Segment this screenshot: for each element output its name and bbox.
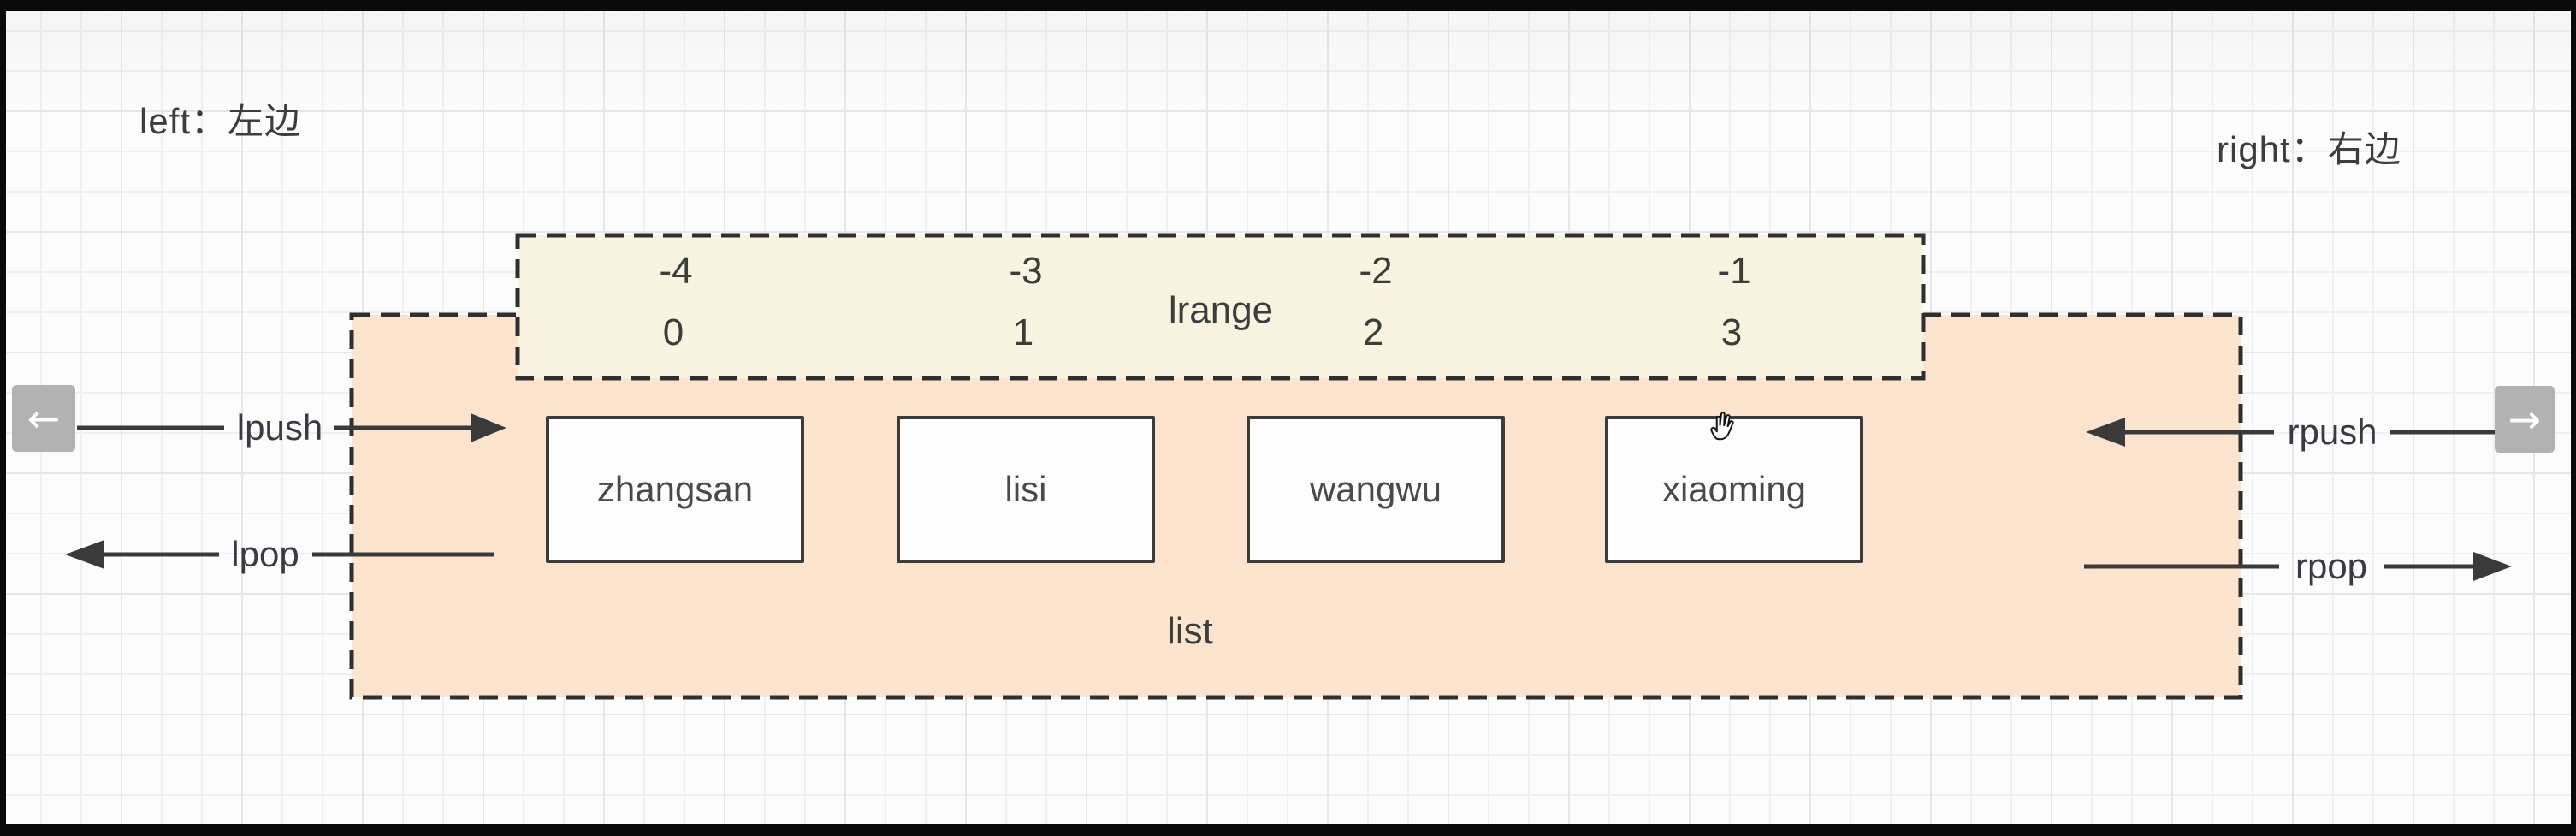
- prev-button[interactable]: ←: [12, 385, 75, 452]
- list-item-zhangsan[interactable]: zhangsan: [546, 416, 804, 563]
- lpush-arrow[interactable]: [77, 413, 506, 442]
- pos-index-0: 0: [662, 311, 684, 353]
- neg-index--2: -2: [1359, 250, 1393, 292]
- list-item-xiaoming[interactable]: xiaoming: [1605, 416, 1863, 563]
- lpush-label: lpush: [236, 407, 323, 448]
- lpop-label: lpop: [231, 534, 299, 574]
- list-item-lisi[interactable]: lisi: [897, 416, 1155, 563]
- arrow-left-icon: ←: [27, 395, 61, 442]
- pos-index-3: 3: [1720, 311, 1743, 353]
- lrange-label: lrange: [1168, 289, 1274, 331]
- rpush-label: rpush: [2287, 412, 2378, 452]
- bottom-letterbox-bar: [0, 824, 2576, 836]
- neg-index--3: -3: [1009, 250, 1043, 292]
- list-item-wangwu[interactable]: wangwu: [1247, 416, 1505, 563]
- list-label: list: [1167, 610, 1213, 652]
- rpop-label: rpop: [2295, 546, 2368, 586]
- left-letterbox-bar: [0, 0, 6, 836]
- arrow-right-icon: →: [2508, 396, 2542, 442]
- right-side-title: right：右边: [2217, 129, 2401, 169]
- rpush-arrow[interactable]: [2086, 418, 2503, 447]
- neg-index--1: -1: [1717, 250, 1751, 292]
- rpop-arrow[interactable]: [2084, 552, 2512, 581]
- lpop-arrow[interactable]: [65, 540, 494, 569]
- neg-index--4: -4: [659, 250, 693, 292]
- top-letterbox-bar: [0, 0, 2576, 11]
- pos-index-1: 1: [1012, 311, 1034, 353]
- pos-index-2: 2: [1362, 311, 1384, 353]
- right-letterbox-bar: [2571, 0, 2576, 836]
- next-button[interactable]: →: [2495, 386, 2555, 453]
- left-side-title: left：左边: [139, 101, 302, 141]
- lrange-dashed-box[interactable]: [515, 233, 1926, 381]
